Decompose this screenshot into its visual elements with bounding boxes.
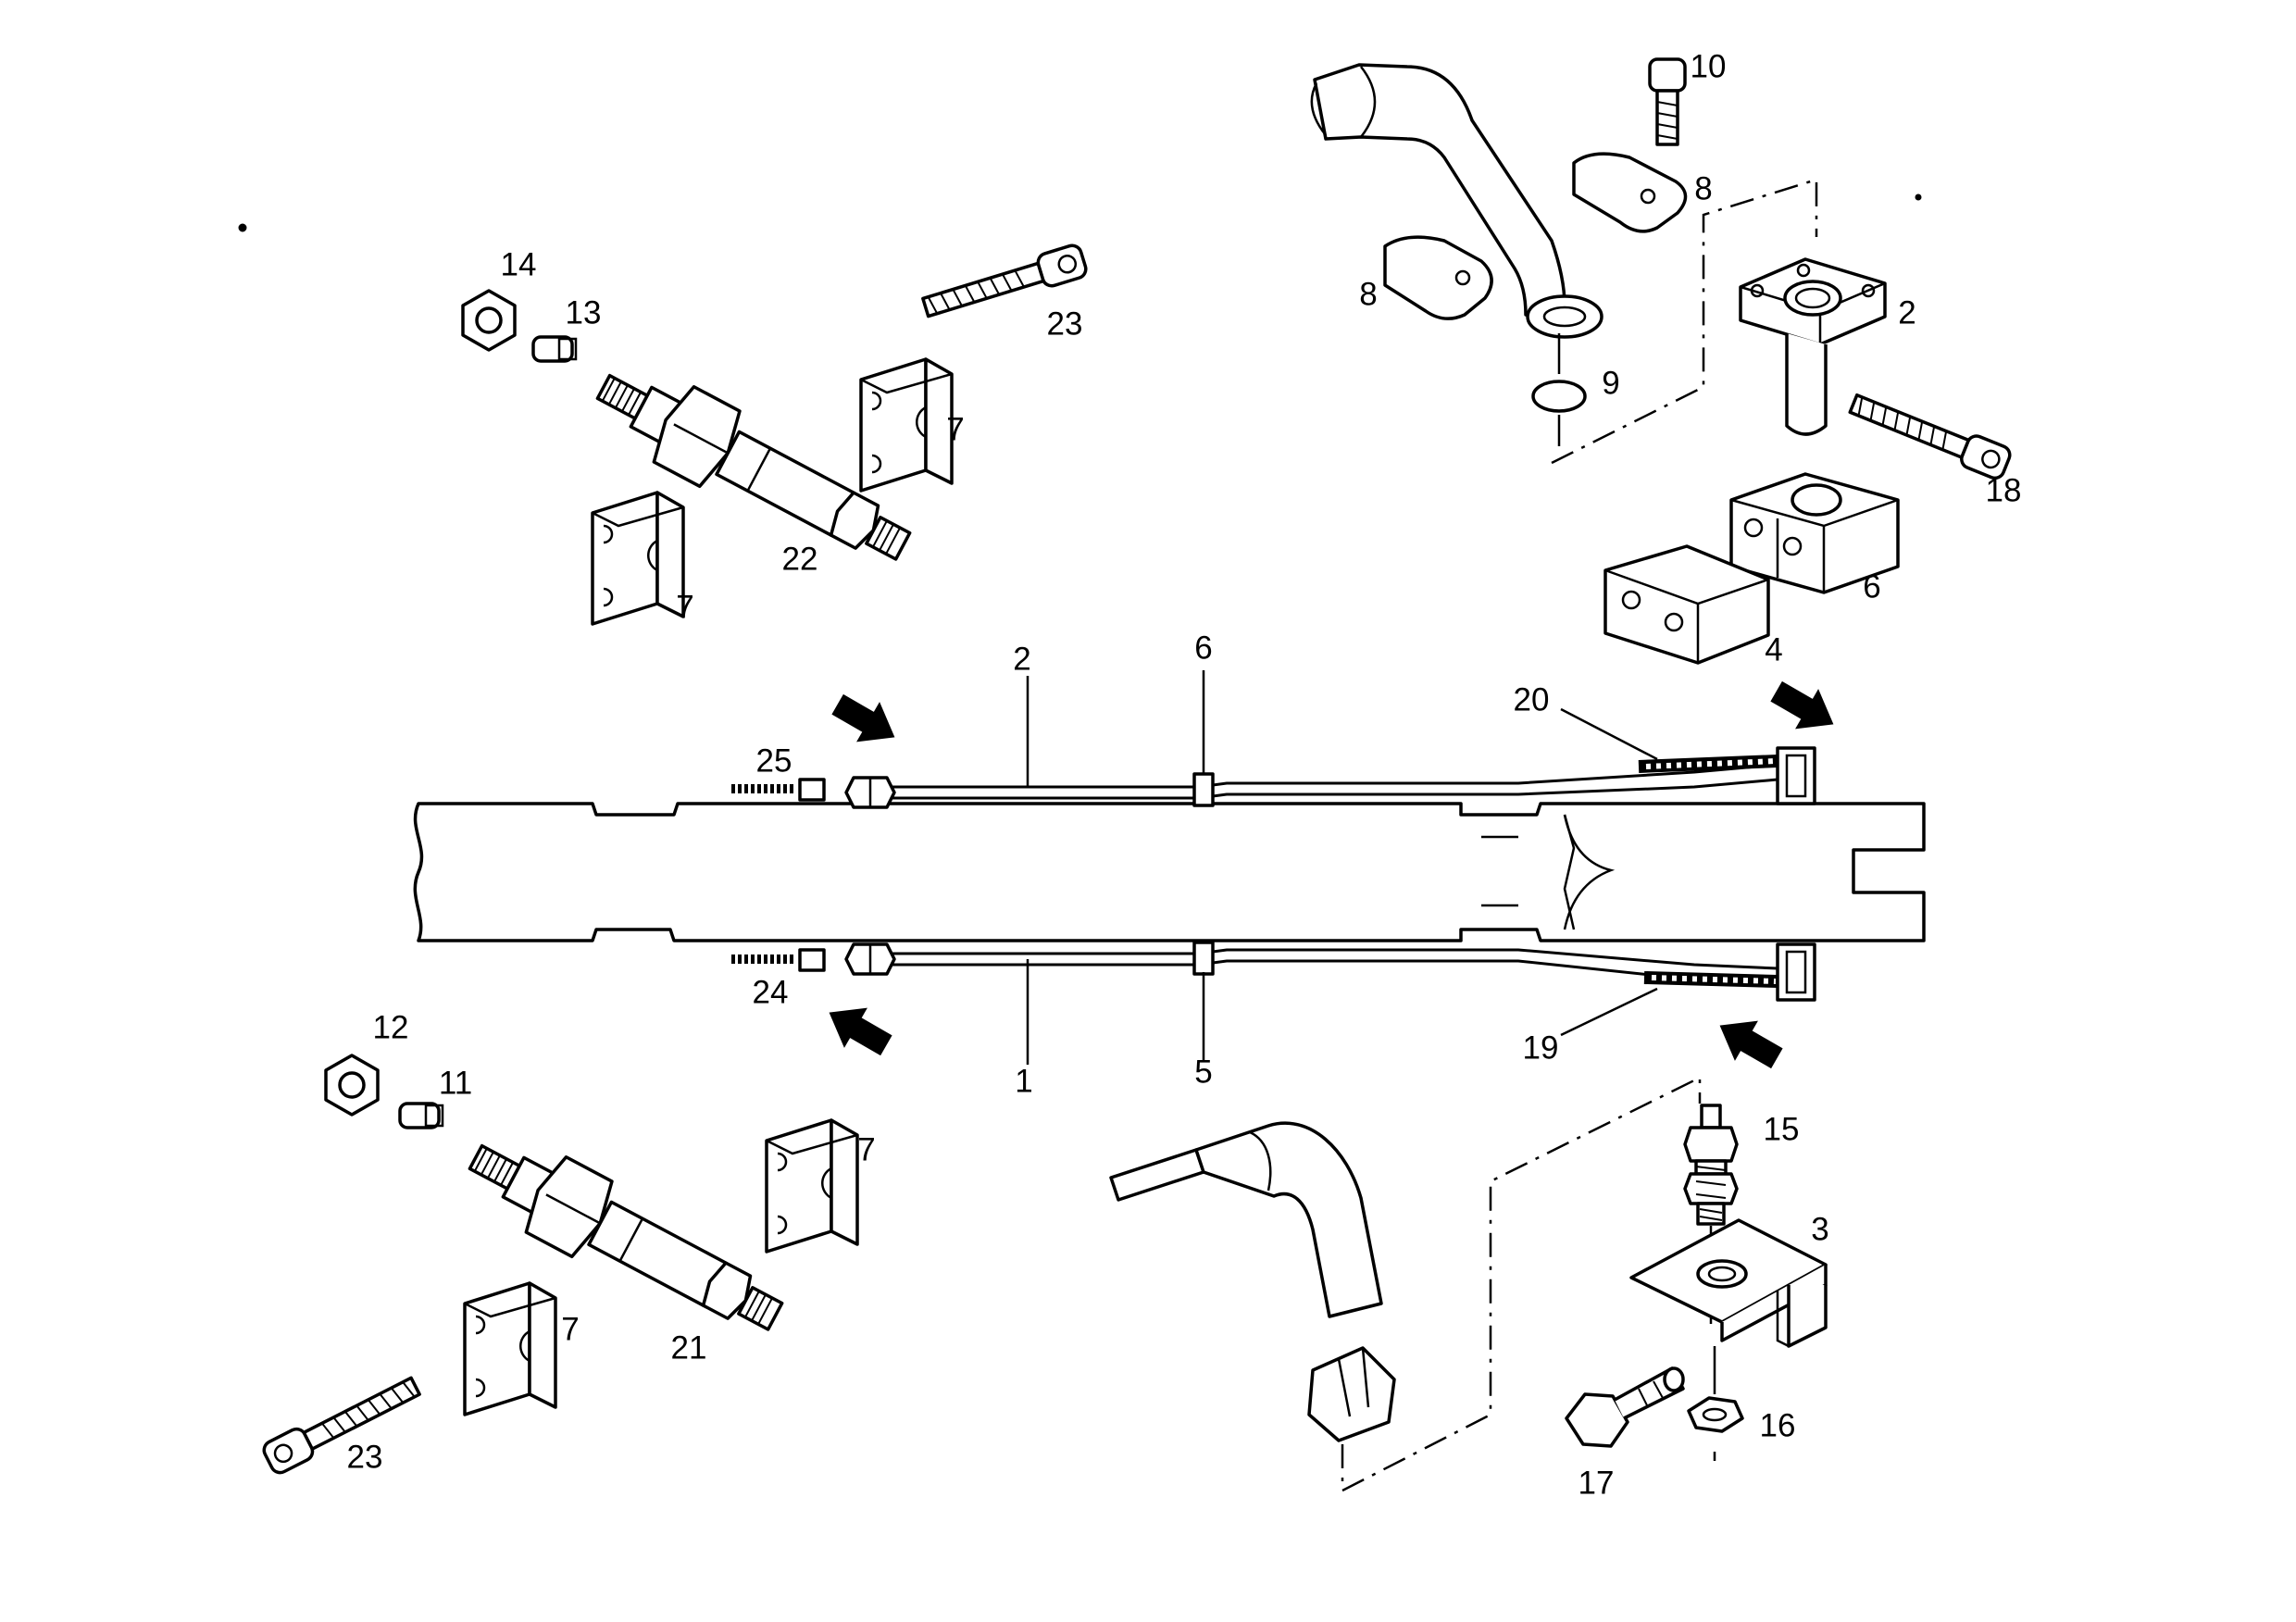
upper-elbow-hose xyxy=(1310,63,1603,339)
label-lower-clamp: 5 xyxy=(1194,1054,1212,1090)
cap-screw-lower xyxy=(259,1369,425,1478)
main-beam xyxy=(413,802,1926,942)
label-lower-hose-end: 19 xyxy=(1523,1029,1559,1066)
label-flange-screw: 10 xyxy=(1691,48,1727,84)
flange-half-left xyxy=(1383,235,1493,320)
upper-clamp-half-a xyxy=(859,357,954,493)
label-bracket: 3 xyxy=(1811,1211,1828,1247)
label-upper-union: 13 xyxy=(566,294,602,331)
label-upper-adapter: 22 xyxy=(782,541,818,577)
arrow-upper-right xyxy=(1765,671,1845,744)
upper-hose-end xyxy=(1638,746,1816,805)
lower-hose-end xyxy=(1643,942,1816,1002)
label-upper-clamp-half-b: 7 xyxy=(676,589,693,625)
label-lower-clamp-half-a: 7 xyxy=(857,1131,875,1167)
flange-screw xyxy=(1648,57,1687,146)
label-cap-screw-lower: 23 xyxy=(347,1439,383,1475)
label-lower-clamp-half-b: 7 xyxy=(561,1311,579,1347)
bracket xyxy=(1629,1218,1828,1348)
flange-half-right xyxy=(1572,152,1688,233)
label-o-ring: 9 xyxy=(1602,365,1619,401)
label-upper-nut: 14 xyxy=(501,246,537,282)
label-lower-nut: 12 xyxy=(373,1009,409,1045)
arrow-lower-right xyxy=(1708,1005,1789,1079)
upper-union xyxy=(531,335,578,363)
upper-pipe-clamp xyxy=(1192,772,1215,807)
upper-hex-nut xyxy=(461,289,517,352)
arrow-lower-left xyxy=(817,992,898,1066)
bulkhead-union xyxy=(1683,1104,1739,1226)
label-flange-half-right: 8 xyxy=(1694,170,1712,206)
lower-hex-nut xyxy=(324,1054,380,1117)
lower-union xyxy=(398,1102,444,1129)
lower-pipe xyxy=(889,948,1778,983)
upper-bleed-screw xyxy=(731,778,826,802)
upper-pipe xyxy=(889,763,1778,800)
dashdot-lower xyxy=(1341,1075,1702,1493)
label-upper-bleed-screw: 25 xyxy=(756,742,792,779)
hex-nut xyxy=(1687,1396,1744,1433)
hex-bolt xyxy=(1565,1366,1685,1448)
label-lower-pipe: 1 xyxy=(1015,1063,1032,1099)
lower-pipe-clamp xyxy=(1192,941,1215,976)
dashdot-upper xyxy=(1551,178,1818,465)
label-lower-adapter: 21 xyxy=(671,1329,707,1366)
label-upper-hose-end: 20 xyxy=(1514,681,1550,717)
o-ring xyxy=(1531,380,1587,413)
lower-elbow-hose xyxy=(1109,1121,1383,1318)
cap-screw-right xyxy=(1845,386,2015,483)
label-upper-pipe: 2 xyxy=(1013,641,1030,677)
label-lower-union: 11 xyxy=(439,1065,472,1101)
lower-clamp-half-b xyxy=(463,1281,557,1416)
label-clamp-block: 6 xyxy=(1863,568,1880,605)
label-cap-screw-right: 18 xyxy=(1986,472,2022,508)
upper-clamp-half-b xyxy=(591,491,685,626)
label-lower-bleed-screw: 24 xyxy=(753,974,789,1010)
label-hex-bolt: 17 xyxy=(1578,1465,1615,1501)
label-upper-clamp-half-a: 7 xyxy=(946,411,964,447)
label-flange-block: 2 xyxy=(1898,294,1915,331)
upper-pipe-nut xyxy=(844,776,896,809)
clamp-plate xyxy=(1603,544,1770,665)
label-cap-screw-upper: 23 xyxy=(1047,306,1083,342)
lower-bleed-screw xyxy=(731,948,826,972)
clamp-block xyxy=(1729,472,1900,594)
label-hex-nut: 16 xyxy=(1760,1407,1796,1443)
lower-hose-nut xyxy=(1307,1346,1396,1442)
arrow-upper-left xyxy=(826,684,906,757)
label-flange-half-left: 8 xyxy=(1359,276,1377,312)
flange-block xyxy=(1739,257,1887,436)
label-bulkhead-union: 15 xyxy=(1764,1111,1800,1147)
lower-clamp-half-a xyxy=(765,1118,859,1254)
label-clamp-plate: 4 xyxy=(1765,631,1782,668)
label-upper-clamp: 6 xyxy=(1194,630,1212,666)
lower-pipe-nut xyxy=(844,942,896,976)
